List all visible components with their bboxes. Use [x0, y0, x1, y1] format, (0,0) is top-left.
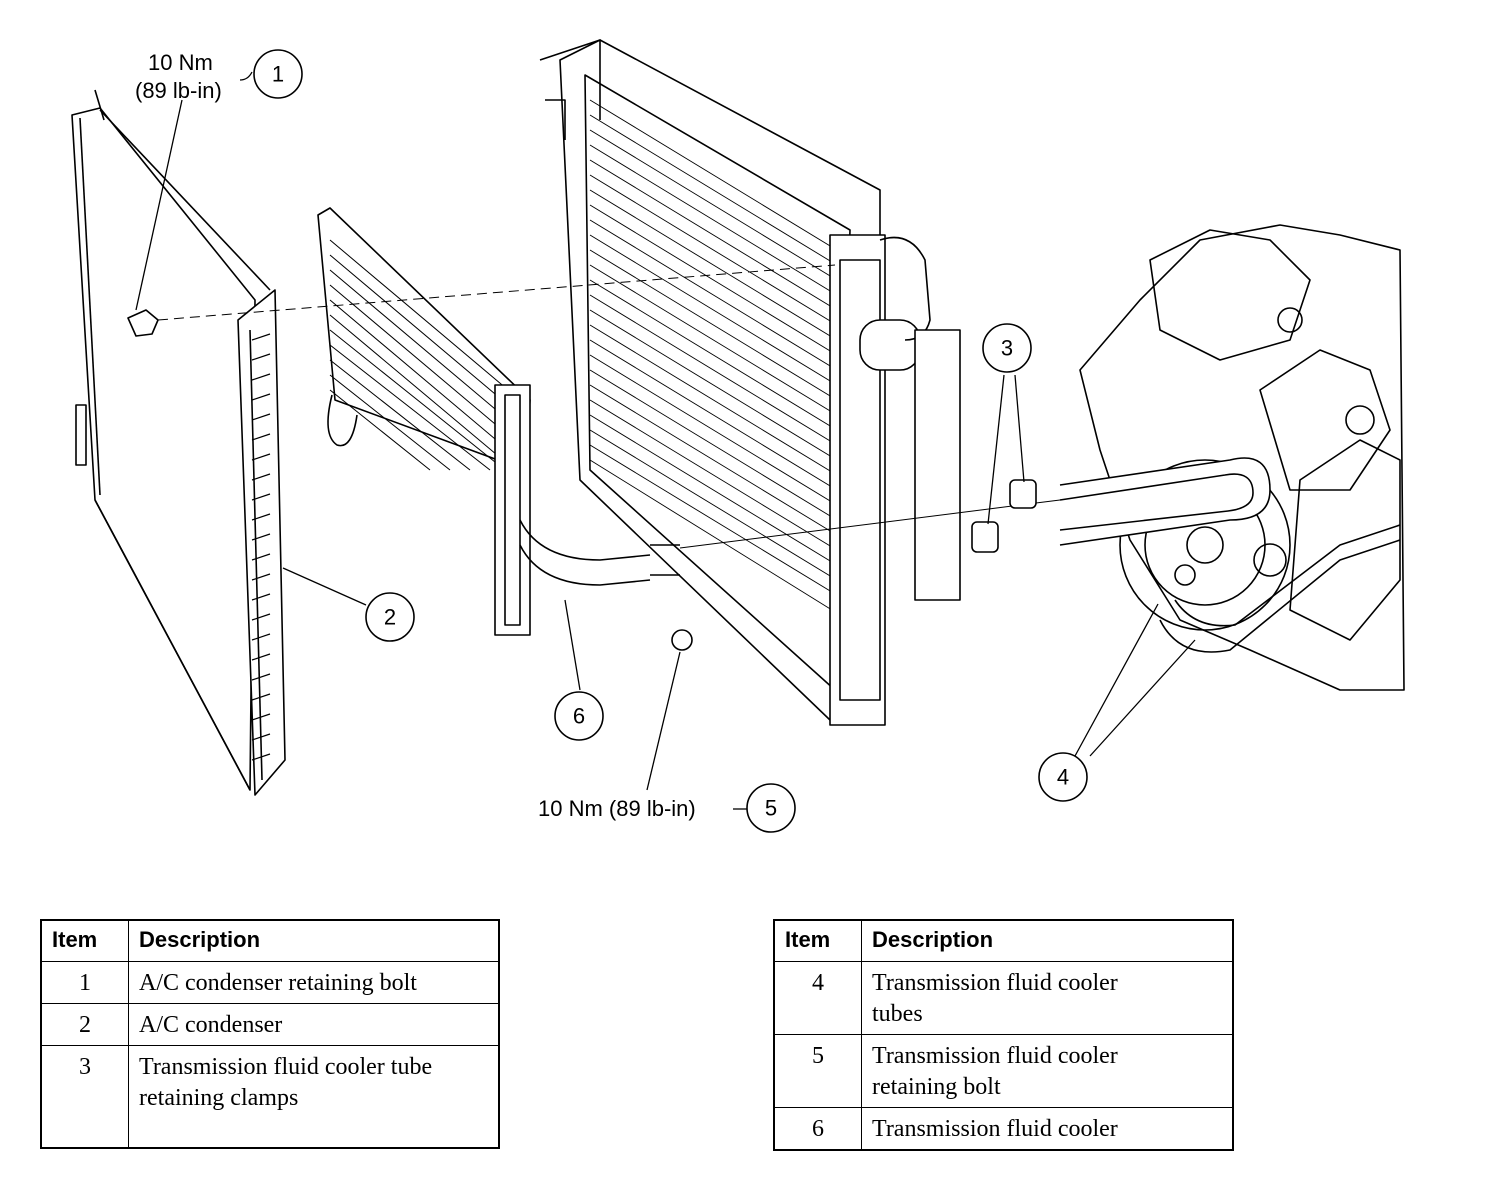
legend-header-item: Item [773, 919, 862, 962]
exploded-view-diagram: 1 10 Nm (89 lb-in) 2 3 4 5 10 Nm (89 lb-… [71, 39, 1405, 833]
callout-1-torque-lbin: (89 lb-in) [135, 78, 222, 103]
legend-header-description: Description [861, 919, 1234, 962]
condenser-bolt [127, 264, 836, 337]
legend-header-row: Item Description [773, 919, 1234, 962]
legend-item-description: Transmission fluid cooler tubes [861, 961, 1234, 1035]
callout-5-number: 5 [765, 796, 777, 821]
legend-item-number: 3 [40, 1045, 129, 1148]
callout-5-torque: 10 Nm (89 lb-in) [538, 796, 696, 821]
legend-header-description: Description [128, 919, 500, 962]
callout-2-number: 2 [384, 605, 396, 630]
callout-4-number: 4 [1057, 765, 1069, 790]
legend-header-row: Item Description [40, 919, 500, 962]
legend-row: 5 Transmission fluid cooler retaining bo… [773, 1034, 1234, 1108]
callout-2: 2 [365, 592, 415, 642]
callout-1-torque-nm: 10 Nm [148, 50, 213, 75]
legend-row: 3 Transmission fluid cooler tube retaini… [40, 1045, 500, 1148]
legend-item-number: 1 [40, 961, 129, 1004]
legend-item-number: 4 [773, 961, 862, 1035]
callout-1-number: 1 [272, 62, 284, 87]
callout-5: 5 10 Nm (89 lb-in) [538, 783, 796, 833]
callout-6-number: 6 [573, 704, 585, 729]
cooler-bolt [671, 629, 693, 651]
legend-item-description: Transmission fluid cooler retaining bolt [861, 1034, 1234, 1108]
cooler-tubes [519, 457, 1401, 653]
ac-condenser [94, 109, 286, 796]
legend-row: 1 A/C condenser retaining bolt [40, 961, 500, 1004]
cooler-tube-clamps [971, 479, 1037, 553]
legend-table-left: Item Description 1 A/C condenser retaini… [40, 919, 500, 1149]
callout-4: 4 [1038, 752, 1088, 802]
deflector-panel [71, 89, 256, 791]
legend-item-number: 2 [40, 1003, 129, 1046]
legend-item-description: A/C condenser retaining bolt [128, 961, 500, 1004]
callout-6: 6 [554, 691, 604, 741]
legend-header-item: Item [40, 919, 129, 962]
legend-item-description: Transmission fluid cooler [861, 1107, 1234, 1151]
legend-row: 4 Transmission fluid cooler tubes [773, 961, 1234, 1035]
legend-table-right: Item Description 4 Transmission fluid co… [773, 919, 1234, 1151]
legend-item-description: A/C condenser [128, 1003, 500, 1046]
callout-3-number: 3 [1001, 336, 1013, 361]
transmission-fluid-cooler [317, 207, 531, 636]
legend-item-number: 6 [773, 1107, 862, 1151]
legend-row: 2 A/C condenser [40, 1003, 500, 1046]
legend-row: 6 Transmission fluid cooler [773, 1107, 1234, 1151]
radiator [539, 39, 961, 726]
callout-3: 3 [982, 323, 1032, 373]
legend-item-description: Transmission fluid cooler tube retaining… [128, 1045, 500, 1148]
legend-item-number: 5 [773, 1034, 862, 1108]
callout-1: 1 10 Nm (89 lb-in) [135, 49, 303, 103]
